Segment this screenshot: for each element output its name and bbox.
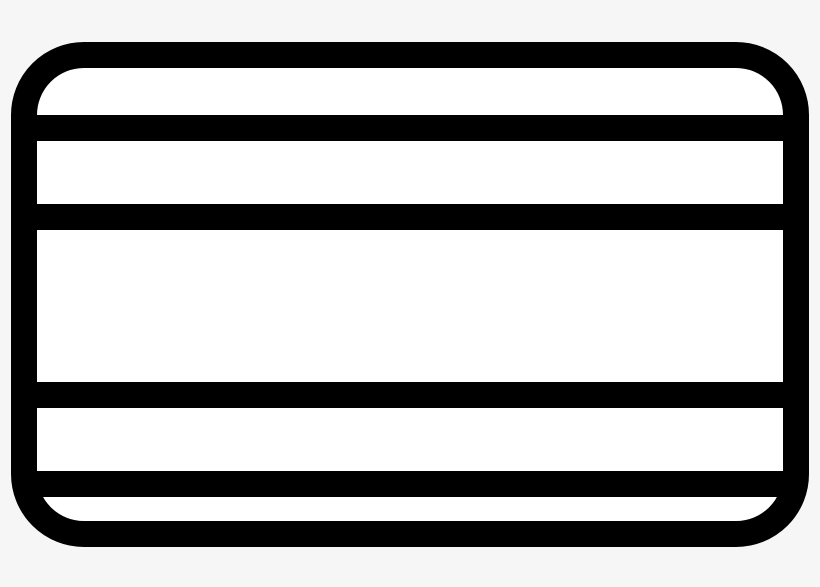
flag-body: [11, 42, 809, 547]
